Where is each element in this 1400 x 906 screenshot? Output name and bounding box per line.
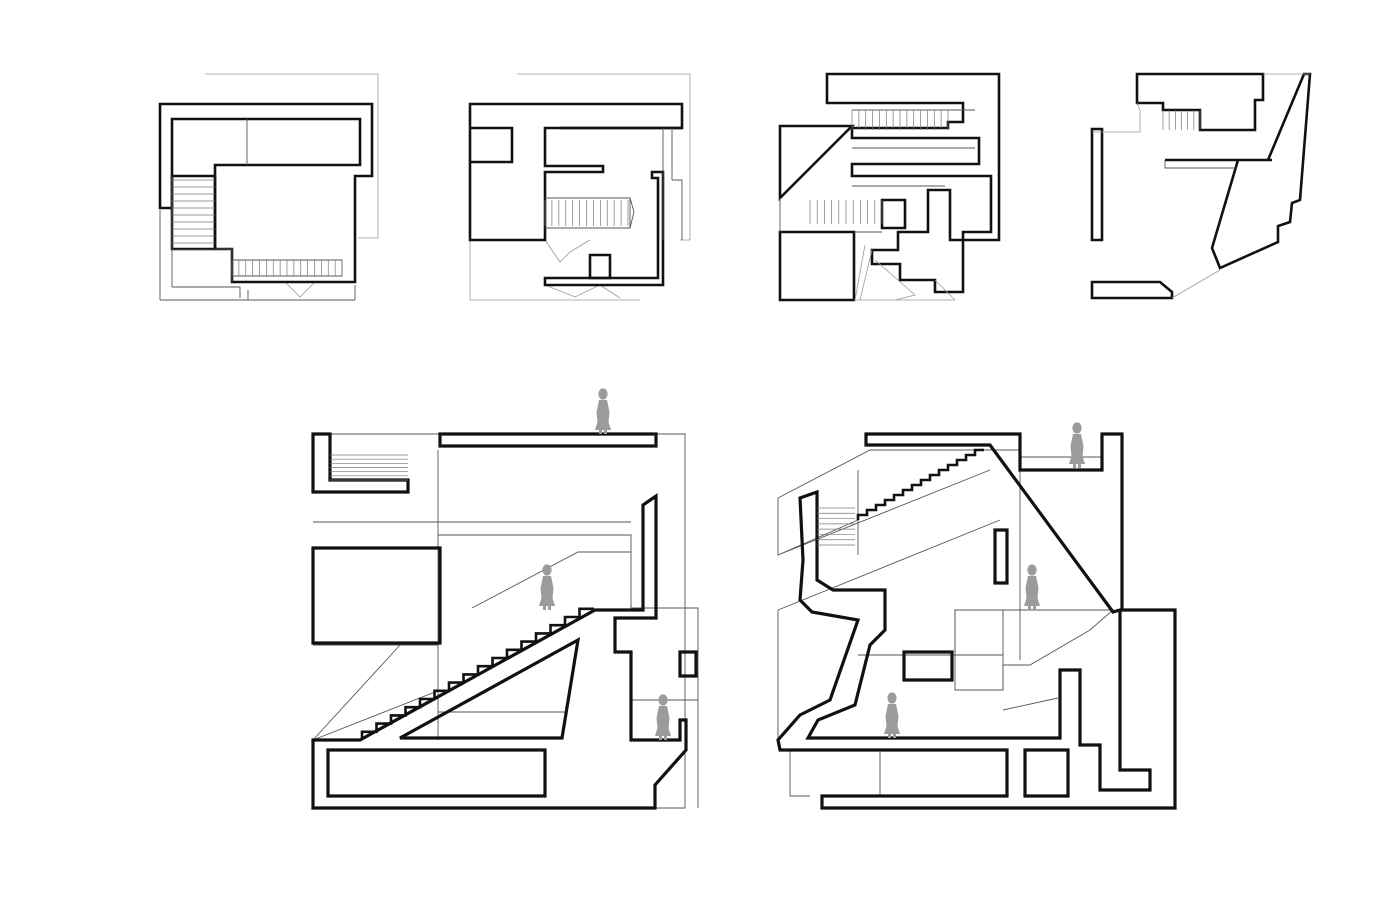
- plan-3-stairs-west: [809, 200, 883, 224]
- plan-level-4: [1090, 72, 1312, 300]
- stair-profile: [360, 607, 594, 740]
- stair-profile: [856, 448, 984, 520]
- section-b: [776, 422, 1177, 810]
- plan-2-stairs: [544, 200, 629, 226]
- section-b-stair-upper: [817, 507, 855, 546]
- human-figure-ground: [884, 692, 900, 738]
- plan-1-stairs-west: [172, 179, 215, 251]
- human-figure-roof-terrace: [1069, 422, 1085, 468]
- human-figure-roof: [595, 388, 611, 434]
- plan-level-3: [778, 72, 1001, 302]
- section-a-main-stair: [360, 607, 594, 740]
- section-a-stair-top: [330, 454, 408, 481]
- human-figure-upper-floor: [1024, 564, 1040, 610]
- plan-level-1: [158, 73, 379, 301]
- plan-3-stairs-north: [851, 110, 949, 130]
- plan-4-stairs: [1162, 110, 1201, 130]
- section-b-stair-mid: [856, 448, 984, 520]
- plan-1-stairs-south: [231, 260, 343, 276]
- plan-level-2: [468, 73, 691, 301]
- human-figure-lower: [655, 694, 671, 740]
- section-a: [311, 388, 699, 810]
